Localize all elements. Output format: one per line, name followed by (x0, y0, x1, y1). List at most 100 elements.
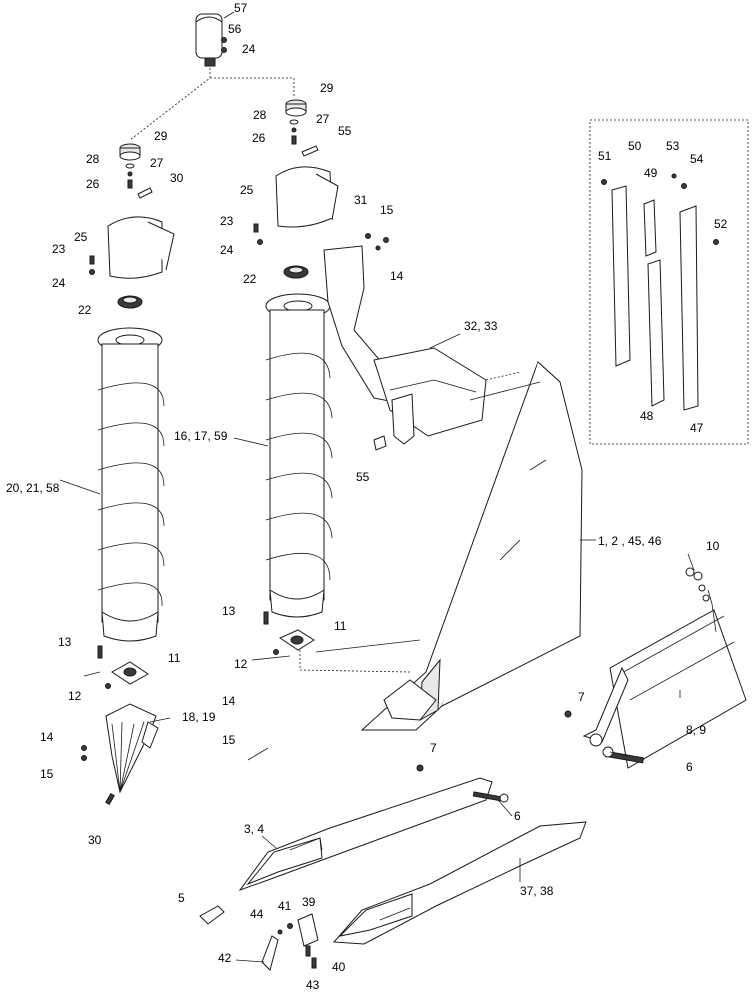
bushing-29-left (119, 143, 141, 161)
bolt-30-bottom (105, 792, 115, 806)
callout-50: 50 (628, 139, 642, 153)
plate-48 (647, 259, 665, 407)
bearing-11-left (111, 661, 149, 685)
callout-22: 22 (78, 303, 92, 317)
callout-40: 40 (332, 960, 346, 974)
column-16-17-59 (265, 293, 333, 618)
callout-labels: 57 56 24 29 28 27 26 55 29 28 27 26 30 2… (6, 1, 728, 992)
bearing-11-right (278, 629, 315, 651)
nut-15-left (81, 755, 87, 761)
bolt-26-right (291, 135, 297, 145)
callout-28: 28 (253, 108, 267, 122)
nut-53 (671, 173, 677, 179)
callout-24: 24 (52, 276, 66, 290)
nut-41 (287, 923, 293, 929)
callout-11: 11 (168, 651, 181, 665)
bolt-23-right (253, 223, 259, 233)
washer-12-left (105, 683, 111, 689)
callout-27: 27 (316, 112, 330, 126)
callout-37-38: 37, 38 (520, 884, 554, 898)
cone-18-19 (105, 703, 159, 794)
frame-1-2-45-46 (360, 361, 596, 731)
callout-43: 43 (306, 978, 320, 992)
callout-16-17-59: 16, 17, 59 (174, 429, 228, 443)
callout-leaders (59, 333, 695, 963)
callout-30: 30 (88, 833, 102, 847)
washer-28-left (125, 163, 135, 169)
bearing-22-right (283, 265, 309, 279)
plate-50 (611, 185, 631, 367)
washer-28-right (289, 119, 299, 125)
chain-10 (685, 567, 710, 602)
bearing-22-left (117, 295, 143, 309)
washer-14-top (375, 245, 381, 251)
callout-6: 6 (514, 809, 521, 823)
callout-14: 14 (390, 269, 404, 283)
arm-37-38 (332, 821, 587, 945)
washer-24-left (89, 269, 95, 275)
callout-41: 41 (278, 899, 292, 913)
pin-6-lower (472, 791, 509, 803)
callout-13: 13 (222, 604, 236, 618)
tip-5 (199, 905, 225, 925)
pin-6-right (602, 746, 645, 764)
callout-5: 5 (178, 891, 185, 905)
bolt-13-right (263, 611, 269, 625)
callout-30: 30 (170, 171, 184, 185)
bolt-40 (305, 945, 311, 957)
callout-39: 39 (302, 895, 316, 909)
callout-15: 15 (40, 767, 54, 781)
callout-31: 31 (354, 193, 368, 207)
callout-15: 15 (222, 733, 236, 747)
bolt-55-top (301, 145, 319, 157)
callout-7: 7 (578, 690, 585, 704)
shroud-25-left (107, 216, 175, 279)
callout-48: 48 (640, 409, 654, 423)
callout-8-9: 8, 9 (686, 723, 706, 737)
column-20-21-58 (97, 327, 165, 642)
callout-26: 26 (86, 177, 100, 191)
bolt-56 (221, 37, 227, 43)
callout-3-4: 3, 4 (244, 822, 264, 836)
callout-25: 25 (74, 230, 88, 244)
bracket-32-33 (323, 245, 487, 445)
nut-31 (365, 233, 371, 239)
arm-3-4 (238, 777, 493, 892)
callout-53: 53 (666, 139, 680, 153)
callout-49: 49 (644, 166, 658, 180)
bushing-29-right (285, 99, 307, 117)
nut-27-right (291, 127, 297, 133)
nut-52 (713, 239, 719, 245)
callout-42: 42 (218, 951, 232, 965)
plate-47 (679, 205, 699, 411)
nut-7-right (564, 710, 572, 718)
callout-6: 6 (686, 760, 693, 774)
washer-24-right (257, 239, 263, 245)
bolt-26-left (127, 179, 133, 189)
callout-51: 51 (598, 149, 612, 163)
washer-54 (681, 183, 687, 189)
motor-57 (195, 11, 235, 67)
callout-57: 57 (234, 1, 248, 15)
callout-11: 11 (334, 619, 347, 633)
callout-29: 29 (320, 81, 334, 95)
callout-18-19: 18, 19 (182, 710, 216, 724)
callout-14: 14 (222, 694, 236, 708)
panel-8-9 (582, 589, 747, 769)
callout-13: 13 (58, 635, 72, 649)
callout-44: 44 (250, 907, 264, 921)
shroud-25-right (275, 166, 339, 228)
plate-49 (643, 199, 657, 257)
bolt-30-top (137, 187, 153, 199)
callout-32-33: 32, 33 (464, 319, 498, 333)
inset-plates (589, 119, 749, 445)
callout-7: 7 (430, 741, 437, 755)
washer-44 (277, 929, 283, 935)
callout-27: 27 (150, 156, 164, 170)
callout-55: 55 (338, 124, 352, 138)
clamp-39 (297, 913, 319, 947)
callout-55: 55 (356, 470, 370, 484)
callout-24: 24 (242, 42, 256, 56)
tine-42 (261, 935, 279, 971)
